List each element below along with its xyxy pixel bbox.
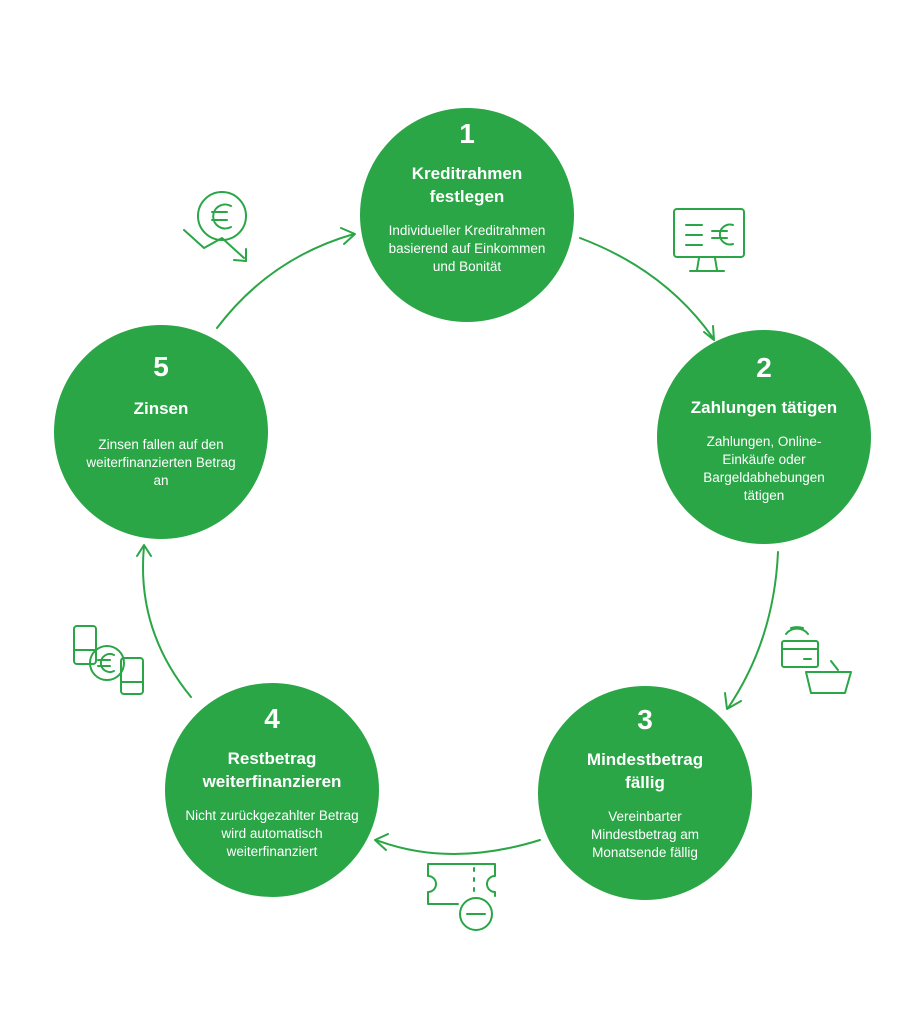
step-description: Individueller Kreditrahmen basierend auf… [388,223,546,274]
step-description: Nicht zurückgezahlter Betrag wird automa… [185,808,359,859]
step-number: 2 [756,352,772,383]
step-number: 1 [459,118,475,149]
arrow-5-to-1 [216,227,356,329]
step-4-circle: 4 Restbetrag weiterfinanzieren Nicht zur… [165,683,379,897]
monitor-euro-icon [673,208,745,272]
step-description: Vereinbarter Mindestbetrag am Monatsende… [590,809,700,860]
arrow-2-to-3 [724,551,779,710]
step-title: Zahlungen tätigen [690,398,838,417]
arrow-4-to-5 [136,544,192,698]
step-1-circle: 1 Kreditrahmen festlegen Individueller K… [360,108,574,322]
arrow-1-to-2 [579,237,715,341]
euro-decline-icon [183,191,247,262]
step-5-circle: 5 Zinsen Zinsen fallen auf den weiterfin… [54,325,268,539]
step-title: Kreditrahmen festlegen [411,164,523,206]
step-title: Restbetrag weiterfinanzieren [202,749,342,791]
step-title: Mindestbetrag fällig [586,750,704,792]
contactless-card-basket-icon [781,626,852,694]
step-description: Zinsen fallen auf den weiterfinanzierten… [86,437,236,488]
step-number: 3 [637,704,653,735]
ticket-minus-icon [427,863,496,931]
arrow-3-to-4 [374,833,541,855]
phone-transfer-euro-icon [73,625,144,695]
step-2-circle: 2 Zahlungen tätigen Zahlungen, Online-Ei… [657,330,871,544]
step-3-circle: 3 Mindestbetrag fällig Vereinbarter Mind… [538,686,752,900]
step-number: 4 [264,703,280,734]
step-description: Zahlungen, Online-Einkäufe oder Bargelda… [703,434,825,503]
step-title: Zinsen [133,399,189,418]
step-number: 5 [153,351,169,382]
